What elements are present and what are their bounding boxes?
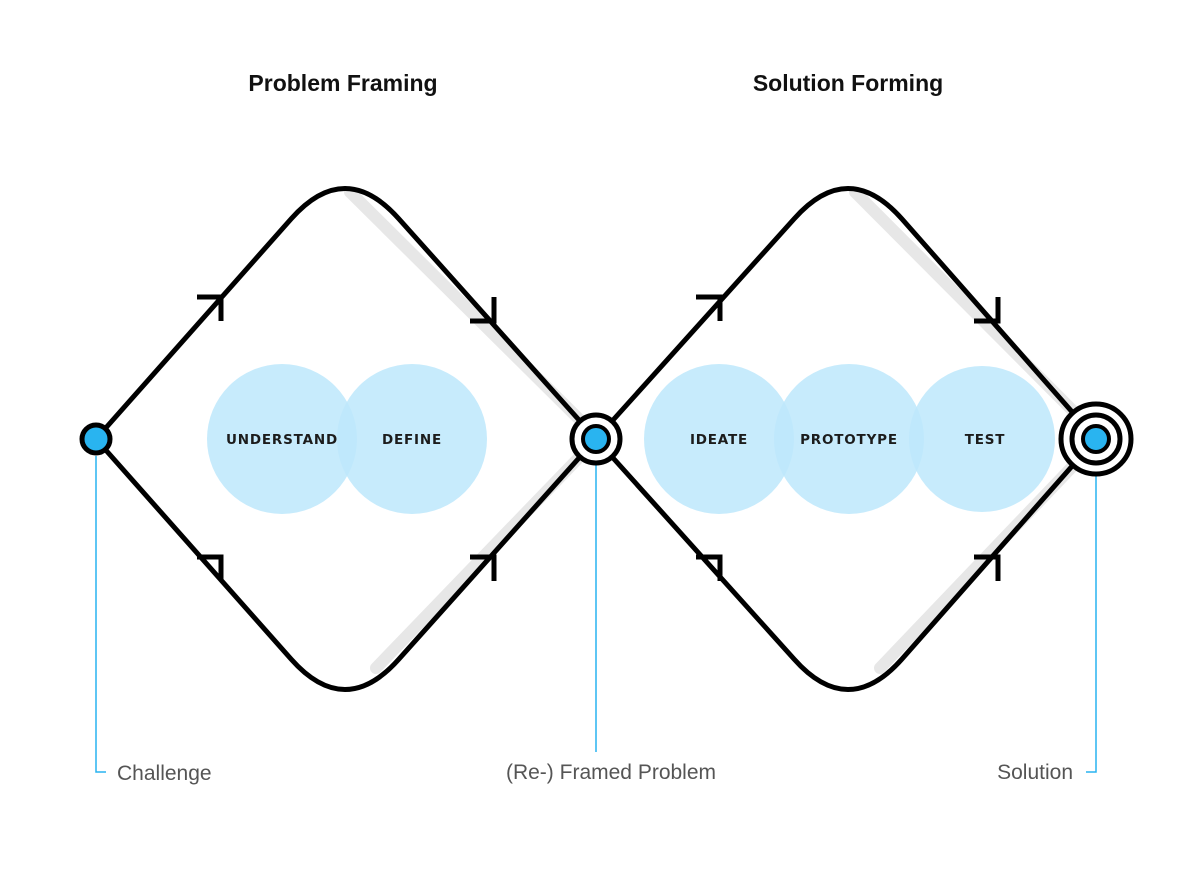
challenge-node: [79, 422, 113, 456]
prototype-label: PROTOTYPE: [800, 432, 898, 448]
prototype-bubble: [774, 364, 924, 514]
solution-node: [1058, 401, 1134, 477]
solution-forming-title: Solution Forming: [753, 70, 943, 96]
define-bubble: [337, 364, 487, 514]
solution-label: Solution: [997, 761, 1073, 784]
arrow-diverge-1-icon: [197, 294, 224, 321]
challenge-label: Challenge: [117, 762, 212, 785]
arrow-converge-4-icon: [974, 554, 1001, 581]
solution-dot-icon: [1081, 424, 1111, 454]
arrow-diverge-4-icon: [696, 554, 723, 581]
arrow-converge-1-icon: [470, 297, 497, 324]
arrow-converge-3-icon: [974, 297, 1001, 324]
leader-lines: [95, 456, 1097, 773]
reframed-problem-node: [569, 412, 623, 466]
challenge-leader: [95, 456, 106, 773]
understand-bubble: [207, 364, 357, 514]
test-bubble: [909, 366, 1055, 512]
ideate-bubble: [644, 364, 794, 514]
ideate-label: IDEATE: [690, 432, 748, 448]
test-label: TEST: [965, 432, 1006, 448]
solution-leader: [1086, 475, 1097, 773]
understand-label: UNDERSTAND: [226, 432, 338, 448]
reframed-problem-label: (Re-) Framed Problem: [506, 761, 716, 784]
define-label: DEFINE: [382, 432, 442, 448]
direction-arrows: [197, 294, 1001, 581]
reframed-problem-dot-icon: [581, 424, 611, 454]
challenge-node-icon: [79, 422, 113, 456]
problem-framing-bubbles: [207, 364, 487, 514]
solution-forming-bubbles: [644, 364, 1055, 514]
arrow-converge-2-icon: [470, 554, 497, 581]
arrow-diverge-2-icon: [197, 554, 224, 581]
problem-framing-title: Problem Framing: [248, 70, 437, 96]
arrow-diverge-3-icon: [696, 294, 723, 321]
